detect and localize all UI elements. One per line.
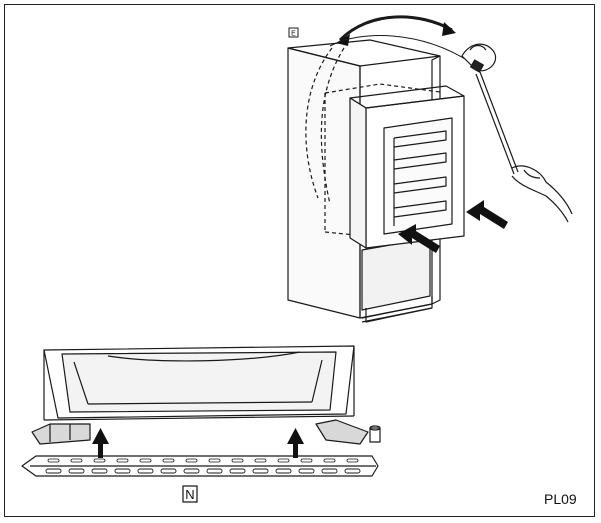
plinth-slot-upper [323, 458, 336, 463]
plinth-slot-upper [116, 458, 129, 463]
plinth-slot [91, 468, 108, 474]
plinth-slot-upper [231, 458, 244, 463]
plinth-slot [252, 468, 269, 474]
plinth-slot [160, 468, 177, 474]
plinth-slot-upper [70, 458, 83, 463]
door-swing-arrow [338, 15, 453, 42]
plinth-slot-upper [185, 458, 198, 463]
marker-e-text: E [291, 31, 296, 38]
lift-arrow-left [92, 428, 109, 458]
marker-square-e [288, 27, 299, 38]
lift-arrow-right [287, 428, 304, 458]
lift-arrows [92, 428, 304, 458]
plinth-slot-upper [93, 458, 106, 463]
appliance-side [349, 97, 367, 249]
push-arrows [398, 200, 508, 253]
appliance-shelves [393, 130, 447, 226]
plinth-slot [229, 468, 246, 474]
left-foot-bracket [31, 423, 91, 445]
plinth-slot-upper [254, 458, 267, 463]
plinth-slot-upper [277, 458, 290, 463]
appliance-dashed-outline [305, 47, 441, 237]
plinth-slot-upper [300, 458, 313, 463]
plinth-slot [68, 468, 85, 474]
hand-with-tool [461, 43, 573, 223]
plinth-slot [298, 468, 315, 474]
plinth-slot [206, 468, 223, 474]
plinth-slot-upper [208, 458, 221, 463]
plinth-slot [344, 468, 361, 474]
plinth-slot [321, 468, 338, 474]
marker-square-n [182, 485, 198, 503]
plinth-slot-upper [47, 458, 60, 463]
plinth-slot-upper [139, 458, 152, 463]
plinth-slot [275, 468, 292, 474]
push-arrow-upper [466, 200, 508, 229]
push-arrow-lower [398, 224, 440, 253]
plinth-slot [45, 468, 62, 474]
right-foot-bracket [315, 419, 381, 445]
plinth-slot-upper [162, 458, 175, 463]
plinth-slot [183, 468, 200, 474]
plinth-slot [114, 468, 131, 474]
cabinet-illustration [287, 15, 573, 323]
plinth-slot [137, 468, 154, 474]
drawer-illustration [21, 345, 381, 477]
plinth-slot-upper [346, 458, 359, 463]
figure-code: PL09 [544, 491, 577, 507]
plinth-vent-slots [45, 458, 361, 474]
lower-compartment [361, 237, 431, 311]
marker-n-text: N [185, 487, 194, 502]
